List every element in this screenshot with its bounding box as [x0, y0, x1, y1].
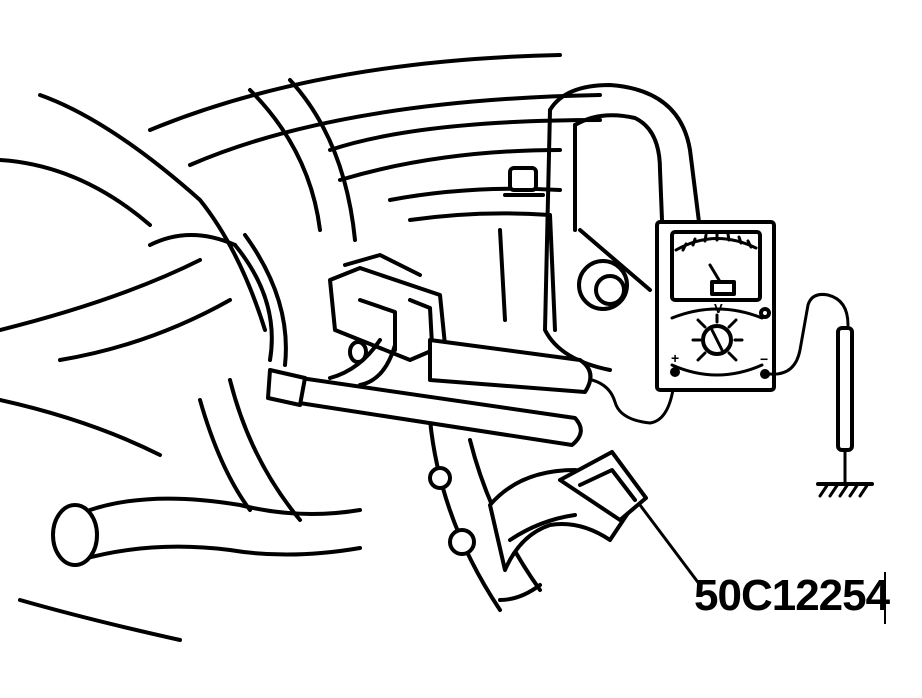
lower-hose: [18, 496, 362, 642]
lifting-bracket: [543, 83, 702, 372]
positive-lead: [590, 370, 677, 425]
meter-negative-label: −: [760, 351, 768, 367]
figure-code: 50C12254: [694, 571, 890, 620]
ground-probe: [836, 326, 854, 452]
connector-icon: [328, 253, 447, 364]
wire-harness: [328, 338, 593, 394]
figure-code-divider: [884, 572, 886, 624]
voltmeter-icon: [655, 220, 776, 392]
probe-icon: [266, 368, 583, 447]
bolt: [503, 166, 545, 197]
ground-icon: [816, 482, 874, 498]
meter-mode-label: V: [714, 301, 723, 316]
hose-clamp-icon: [488, 450, 648, 602]
negative-lead: [768, 293, 850, 376]
leader-line: [638, 503, 702, 587]
intake-housing: [0, 93, 302, 522]
upper-pipes: [148, 53, 602, 242]
intake-band: [148, 233, 288, 367]
meter-positive-label: +: [671, 350, 679, 366]
